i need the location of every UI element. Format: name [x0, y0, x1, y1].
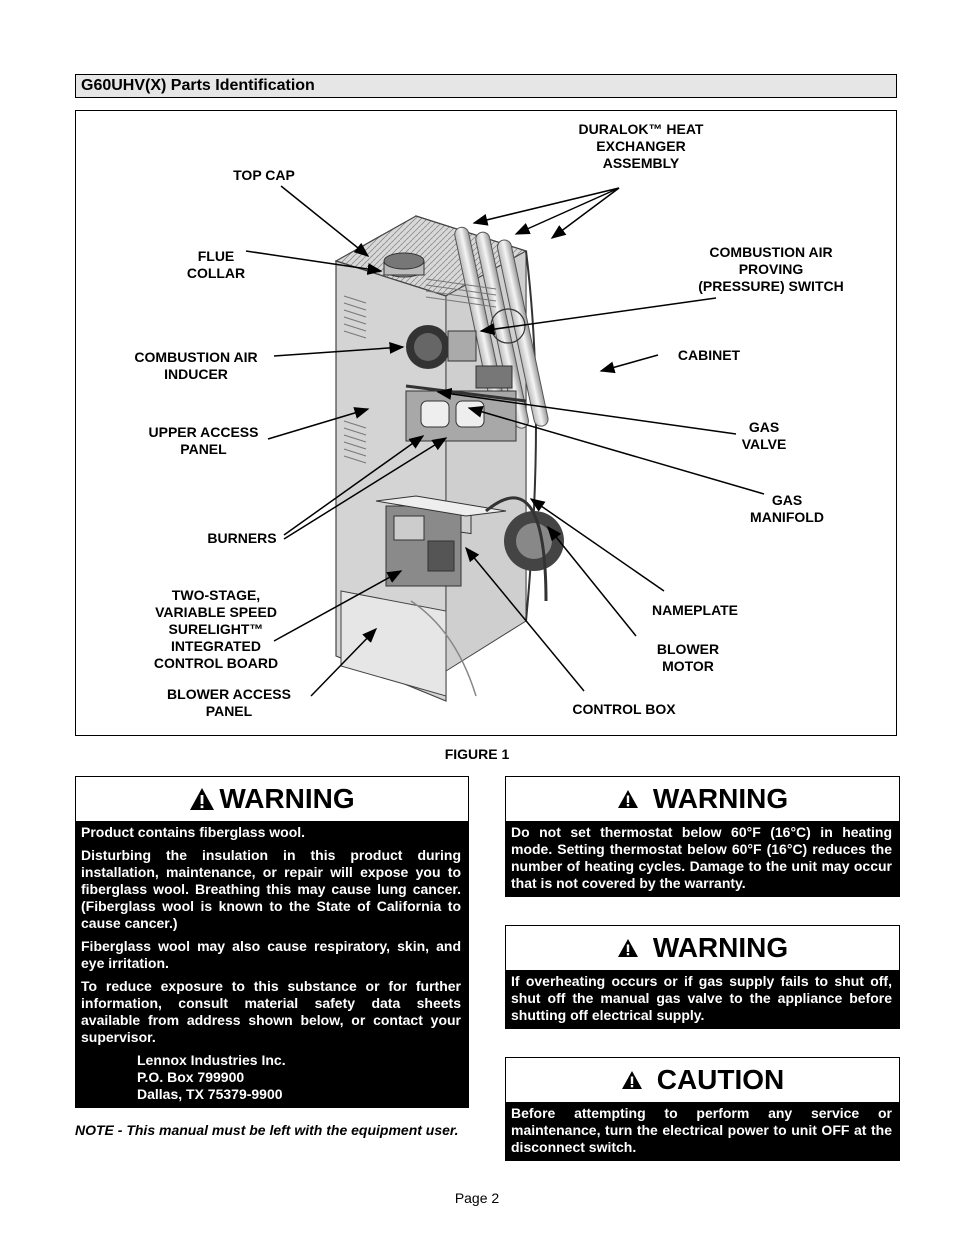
warning-fiberglass-box: WARNING Product contains fiberglass wool…: [75, 776, 469, 1108]
warning-body: Do not set thermostat below 60°F (16°C) …: [506, 821, 899, 896]
label-upper-access-panel: UPPER ACCESS PANEL: [148, 424, 259, 457]
label-flue-collar: FLUE COLLAR: [186, 248, 246, 281]
warning-title: WARNING: [219, 783, 355, 814]
label-heat-exchanger: DURALOK™ HEAT EXCHANGER ASSEMBLY: [578, 121, 704, 171]
address-line: P.O. Box 799900: [137, 1069, 245, 1085]
warning-icon: [617, 939, 638, 957]
warning-overheating-box: WARNING If overheating occurs or if gas …: [505, 925, 900, 1029]
caution-body: Before attempting to perform any service…: [506, 1102, 899, 1160]
warning-icon: [190, 788, 215, 810]
label-cabinet: CABINET: [677, 347, 741, 363]
section-title: G60UHV(X) Parts Identification: [75, 74, 897, 98]
warning-header: WARNING: [506, 777, 899, 821]
warning-title: WARNING: [652, 783, 789, 814]
page-number: Page 2: [454, 1190, 500, 1206]
label-combustion-air-inducer: COMBUSTION AIR INDUCER: [134, 349, 258, 382]
caution-header: CAUTION: [506, 1058, 899, 1102]
parts-figure: TOP CAP FLUE COLLAR COMBUSTION AIR INDUC…: [75, 110, 897, 736]
warning-paragraph: Fiberglass wool may also cause respirato…: [81, 938, 461, 971]
label-nameplate: NAMEPLATE: [651, 602, 739, 618]
caution-title: CAUTION: [656, 1064, 785, 1095]
label-control-board: TWO-STAGE, VARIABLE SPEED SURELIGHT™ INT…: [153, 587, 279, 671]
furnace-illustration: [245, 185, 765, 702]
manual-note: NOTE - This manual must be left with the…: [75, 1122, 459, 1138]
lennox-address: Lennox Industries Inc. P.O. Box 799900 D…: [81, 1052, 461, 1103]
warning-paragraph: Disturbing the insulation in this produc…: [81, 847, 461, 931]
label-gas-manifold: GAS MANIFOLD: [750, 492, 824, 525]
caution-box: CAUTION Before attempting to perform any…: [505, 1057, 900, 1161]
warning-icon: [621, 1071, 642, 1089]
label-blower-access-panel: BLOWER ACCESS PANEL: [167, 686, 291, 719]
warning-header: WARNING: [506, 926, 899, 970]
warning-header: WARNING: [76, 777, 468, 821]
warning-paragraph: To reduce exposure to this substance or …: [81, 978, 461, 1045]
label-burners: BURNERS: [207, 530, 277, 546]
label-gas-valve: GAS VALVE: [741, 419, 787, 452]
label-blower-motor: BLOWER MOTOR: [656, 641, 720, 674]
warning-body: If overheating occurs or if gas supply f…: [506, 970, 899, 1028]
warning-thermostat-box: WARNING Do not set thermostat below 60°F…: [505, 776, 900, 897]
address-line: Lennox Industries Inc.: [137, 1052, 286, 1068]
warning-body: Product contains fiberglass wool. Distur…: [76, 821, 468, 1107]
figure-caption: FIGURE 1: [444, 746, 510, 762]
warning-paragraph: Product contains fiberglass wool.: [81, 824, 306, 840]
address-line: Dallas, TX 75379-9900: [137, 1086, 283, 1102]
warning-title: WARNING: [652, 932, 789, 963]
label-top-cap: TOP CAP: [233, 167, 295, 183]
label-control-box: CONTROL BOX: [572, 701, 676, 717]
warning-icon: [617, 790, 638, 808]
label-pressure-switch: COMBUSTION AIR PROVING (PRESSURE) SWITCH: [698, 244, 844, 294]
